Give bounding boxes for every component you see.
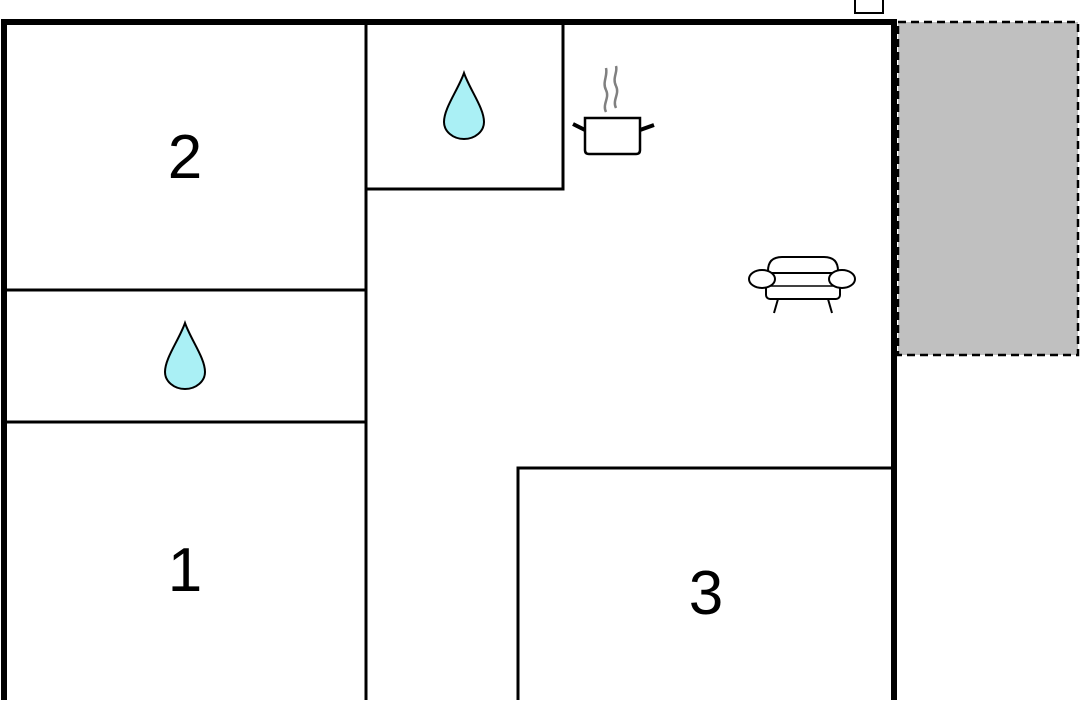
- water-drop-icon: [163, 320, 207, 390]
- vent-box: [854, 0, 884, 14]
- room-3-label: 3: [688, 559, 724, 628]
- sofa-icon: [748, 256, 856, 314]
- outer-wall: [1, 19, 897, 700]
- wall-top-bathroom: [366, 22, 565, 191]
- water-drop-icon: [442, 70, 486, 140]
- room-1-label: 1: [167, 536, 203, 605]
- room-2-label: 2: [167, 123, 203, 192]
- wall-room3: [516, 466, 894, 700]
- terrace-area: [896, 20, 1080, 357]
- cooking-pot-icon: [572, 65, 655, 156]
